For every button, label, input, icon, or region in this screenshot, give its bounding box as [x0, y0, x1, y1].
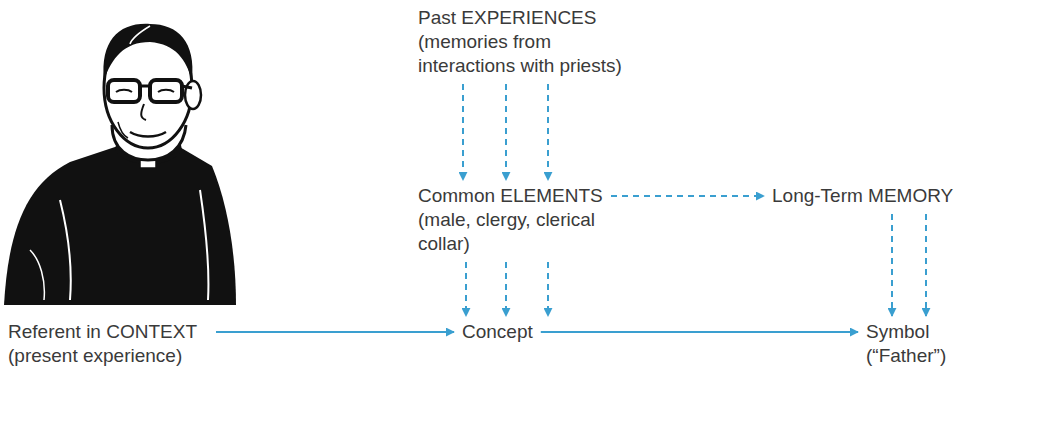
node-text: Past EXPERIENCES (memories from interact…: [418, 6, 623, 78]
solid-arrow: [216, 331, 454, 333]
node-text: Referent in CONTEXT (present experience): [8, 320, 208, 368]
dashed-arrow: [611, 195, 764, 197]
solid-arrow: [541, 331, 858, 333]
dashed-arrow: [462, 84, 464, 180]
node-text: Symbol (“Father”): [866, 320, 976, 368]
node-text: Common ELEMENTS (male, clergy, clerical …: [418, 184, 603, 256]
node-text: Long-Term MEMORY: [772, 184, 953, 208]
text-node: Concept: [462, 320, 533, 344]
dashed-arrow: [547, 262, 549, 316]
text-node: Past EXPERIENCES (memories from interact…: [418, 6, 623, 78]
priest-illustration: [0, 0, 250, 320]
dashed-arrow: [465, 262, 467, 316]
text-node: Symbol (“Father”): [866, 320, 976, 368]
text-node: Referent in CONTEXT (present experience): [8, 320, 208, 368]
text-node: Common ELEMENTS (male, clergy, clerical …: [418, 184, 603, 256]
dashed-arrow: [547, 84, 549, 180]
dashed-arrow: [925, 214, 927, 316]
dashed-arrow: [505, 84, 507, 180]
node-text: Concept: [462, 320, 533, 344]
dashed-arrow: [891, 214, 893, 316]
text-node: Long-Term MEMORY: [772, 184, 953, 208]
dashed-arrow: [505, 262, 507, 316]
